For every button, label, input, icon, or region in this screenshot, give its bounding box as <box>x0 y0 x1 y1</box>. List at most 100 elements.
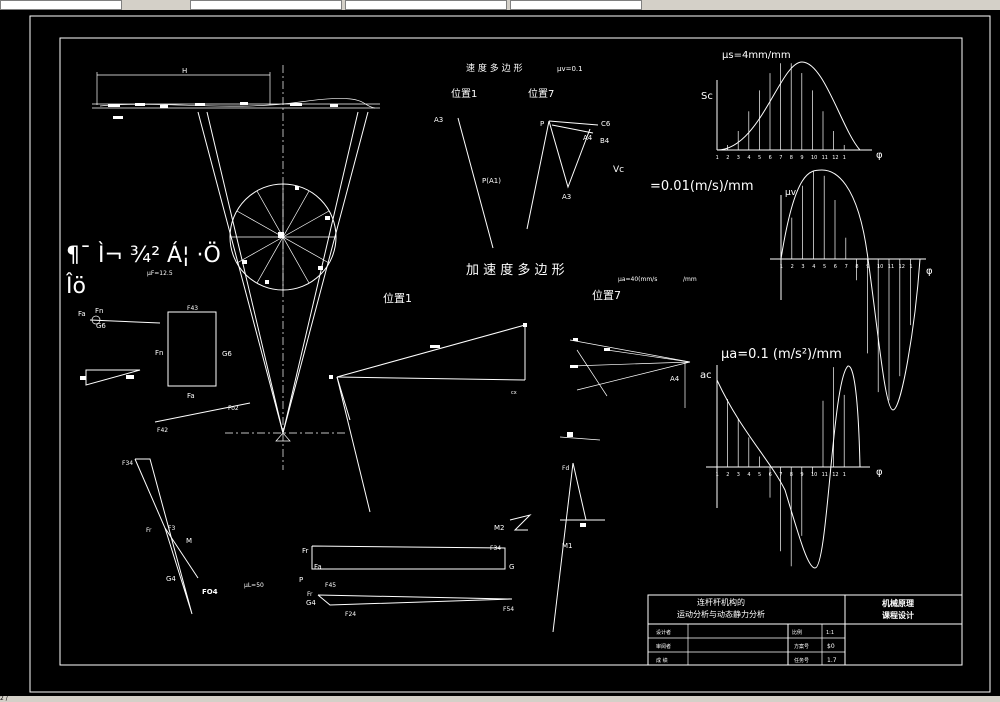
label-G: G <box>509 563 514 571</box>
label-Fa-c: Fa <box>314 563 322 571</box>
toolbar-field[interactable] <box>345 0 507 10</box>
label-M1: M1 <box>562 542 573 550</box>
row-label-grade: 成 绩 <box>656 657 668 664</box>
velocity-title: 速 度 多 边 形 <box>466 62 522 74</box>
tick-label: 7 <box>845 264 848 270</box>
tick-label: 4 <box>747 155 750 161</box>
tick-label: 10 <box>811 155 817 161</box>
mechanism: H <box>92 65 380 470</box>
label-M2: M2 <box>494 524 505 532</box>
label-Fa-b: Fa <box>187 392 195 400</box>
drawing-canvas[interactable]: H ¶¯ Ì¬ ¾² Á¦ <box>0 10 1000 696</box>
toolbar-field[interactable] <box>0 0 122 10</box>
tick-label: 10 <box>877 264 883 270</box>
label-A3: A3 <box>434 116 443 124</box>
value-task-no: 1.7 <box>827 657 837 664</box>
label-F45: F45 <box>325 582 336 589</box>
label-mu-s: μs=4mm/mm <box>722 50 791 61</box>
tick-label: 1 <box>716 472 719 478</box>
label-phi-1: φ <box>876 150 883 161</box>
label-G6: G6 <box>96 322 106 330</box>
label-cx: cx <box>511 390 517 396</box>
label-F43: F43 <box>187 305 198 312</box>
velocity-scale: μv=0.1 <box>557 65 583 73</box>
course-line1: 机械原理 <box>882 598 914 608</box>
value-scheme-no: $0 <box>827 643 835 650</box>
tick-label: 12 <box>899 264 905 270</box>
label-Fn-b: Fn <box>155 349 163 357</box>
tick-label: 2 <box>726 155 729 161</box>
status-text: 2 / <box>0 695 8 702</box>
label-Fo2: Fo2 <box>228 405 239 412</box>
label-B4: B4 <box>600 137 610 145</box>
tick-label: 7 <box>779 472 782 478</box>
tick-label: 11 <box>822 472 828 478</box>
course-line2: 课程设计 <box>882 610 914 620</box>
label-pos1: 位置1 <box>451 87 477 100</box>
acceleration-polygon: 加 速 度 多 边 形 μa=40(mm/s /mm 位置1 位置7 cx A4 <box>329 262 697 513</box>
tick-label: 6 <box>834 264 837 270</box>
label-pos7: 位置7 <box>528 87 554 100</box>
label-P-force: P <box>299 576 303 584</box>
status-bar: 2 / <box>0 696 1000 702</box>
tick-label: 7 <box>779 155 782 161</box>
label-F54: F54 <box>503 606 514 613</box>
label-F42: F42 <box>157 427 168 434</box>
label-A4: A4 <box>583 134 593 142</box>
tick-label: 8 <box>790 155 793 161</box>
tick-label: 11 <box>822 155 828 161</box>
tick-label: 3 <box>737 472 740 478</box>
toolbar-field[interactable] <box>190 0 342 10</box>
label-Fr-c: Fr <box>307 591 313 598</box>
tick-label: 1 <box>909 264 912 270</box>
label-F24: F24 <box>345 611 356 618</box>
tick-label: 4 <box>812 264 815 270</box>
tick-label: 12 <box>832 472 838 478</box>
tick-label: 3 <box>801 264 804 270</box>
value-scale: 1:1 <box>826 630 834 636</box>
garbled-text-1: ¶¯ Ì¬ ¾² Á¦ ·Ö <box>66 242 221 268</box>
tick-label: 2 <box>726 472 729 478</box>
label-Fn: Fn <box>95 307 103 315</box>
label-muv-sym: μv <box>785 188 797 198</box>
velocity-polygon: 速 度 多 边 形 μv=0.1 位置1 位置7 A3 P(A1) P C6 B… <box>434 62 624 249</box>
tick-label: 9 <box>800 155 803 161</box>
label-L50: μL=50 <box>244 582 264 589</box>
label-PA1: P(A1) <box>482 177 501 185</box>
acceleration-title: 加 速 度 多 边 形 <box>466 262 565 278</box>
outer-frame <box>29 15 991 693</box>
label-F3: F3 <box>168 525 175 532</box>
label-G6-b: G6 <box>222 350 232 358</box>
garbled-text-2: Îö <box>65 273 86 299</box>
tick-label: 5 <box>758 155 761 161</box>
tick-label: 8 <box>790 472 793 478</box>
label-FO4: FO4 <box>202 588 218 596</box>
tick-label: 1 <box>716 155 719 161</box>
label-mu-a: μa=0.1 (m/s²)/mm <box>721 347 842 362</box>
tick-label: 9 <box>800 472 803 478</box>
label-F34-b: F34 <box>490 545 501 552</box>
title-line1: 连杆杆机构的 <box>697 597 745 607</box>
toolbar-field[interactable] <box>510 0 642 10</box>
force-scale-small: μF=12.5 <box>147 270 173 277</box>
tick-label: 12 <box>832 155 838 161</box>
label-M: M <box>186 537 192 545</box>
tick-label: 3 <box>737 155 740 161</box>
label-H: H <box>182 67 187 75</box>
acc-scale: μa=40(mm/s <box>618 276 657 283</box>
tick-label: 4 <box>747 472 750 478</box>
tick-label: 9 <box>866 264 869 270</box>
label-P: P <box>540 120 544 128</box>
label-mu-v: =0.01(m/s)/mm <box>650 179 754 194</box>
label-phi-2: φ <box>926 266 933 277</box>
label-G4-b: G4 <box>306 599 316 607</box>
tick-label: 1 <box>780 264 783 270</box>
label-Sc: Sc <box>701 91 713 102</box>
tick-label: 2 <box>791 264 794 270</box>
tick-label: 8 <box>855 264 858 270</box>
label-Fd: Fd <box>562 465 569 472</box>
cad-drawing: H ¶¯ Ì¬ ¾² Á¦ <box>29 15 991 693</box>
label-Vc: Vc <box>613 165 624 175</box>
label-acc-pos1: 位置1 <box>383 291 412 305</box>
